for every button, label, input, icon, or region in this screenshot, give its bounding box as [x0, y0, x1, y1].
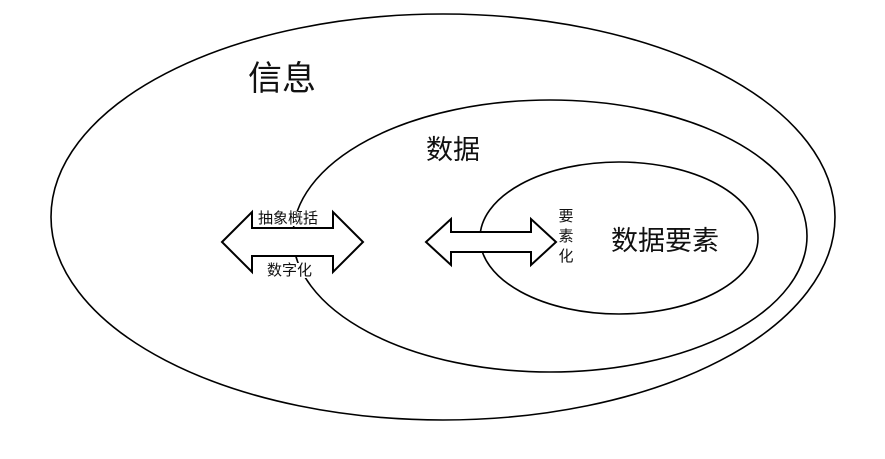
- abstraction-label: 抽象概括: [257, 209, 320, 227]
- left-double-arrow: [220, 209, 365, 275]
- data-element-label: 数据要素: [611, 226, 719, 257]
- elementization-label: 要素化: [558, 207, 574, 265]
- right-double-arrow: [424, 216, 558, 268]
- digitization-label: 数字化: [266, 261, 314, 279]
- information-ellipse: [50, 13, 836, 421]
- data-label: 数据: [426, 135, 480, 166]
- information-label: 信息: [248, 59, 316, 99]
